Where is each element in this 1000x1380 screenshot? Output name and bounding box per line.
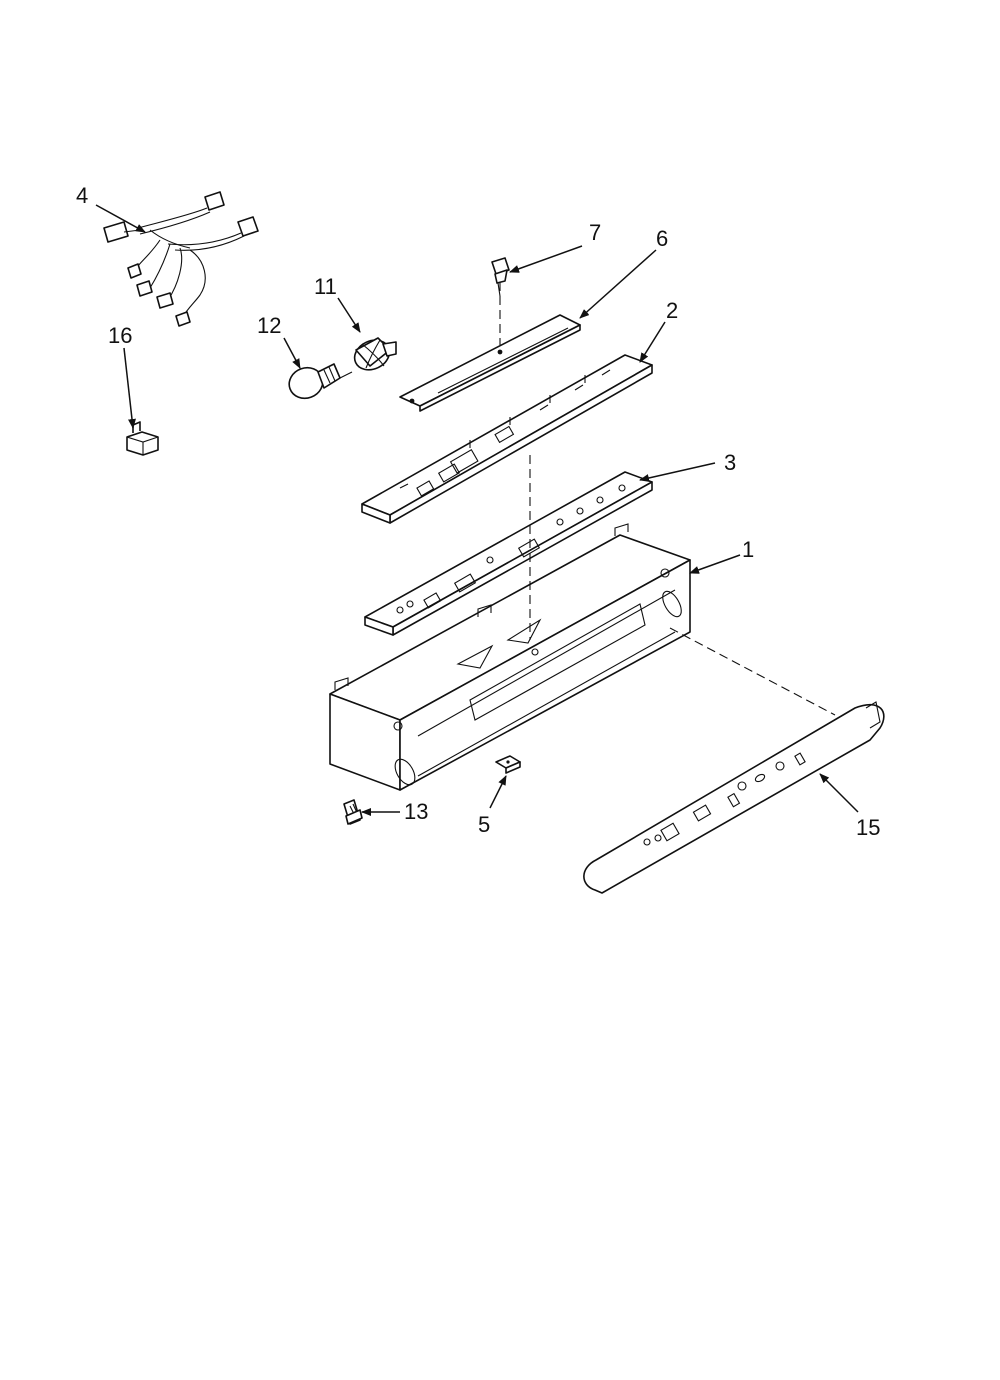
- bulb-socket: [353, 337, 397, 371]
- callout-1: 1: [742, 537, 754, 562]
- control-board-lower: [364, 471, 653, 636]
- callout-7: 7: [589, 220, 601, 245]
- leader-lines: [95, 204, 859, 816]
- clip-nut: [495, 755, 521, 774]
- clip: [126, 421, 159, 456]
- callout-3: 3: [724, 450, 736, 475]
- callout-2: 2: [666, 298, 678, 323]
- top-plate: [399, 314, 581, 412]
- alignment-line-panel: [669, 627, 836, 716]
- control-board-upper: [361, 354, 653, 524]
- callout-4: 4: [76, 183, 88, 208]
- light-bulb: [288, 363, 353, 400]
- callout-6: 6: [656, 226, 668, 251]
- callout-5: 5: [478, 812, 490, 837]
- callout-15: 15: [856, 815, 880, 840]
- front-panel: [583, 701, 885, 894]
- callout-11: 11: [314, 274, 337, 299]
- wire-harness: [103, 191, 259, 327]
- control-housing: [329, 523, 691, 791]
- callout-12: 12: [257, 313, 281, 338]
- callout-16: 16: [108, 323, 132, 348]
- screw-7: [491, 257, 510, 297]
- screw-13: [343, 799, 363, 825]
- callout-13: 13: [404, 799, 428, 824]
